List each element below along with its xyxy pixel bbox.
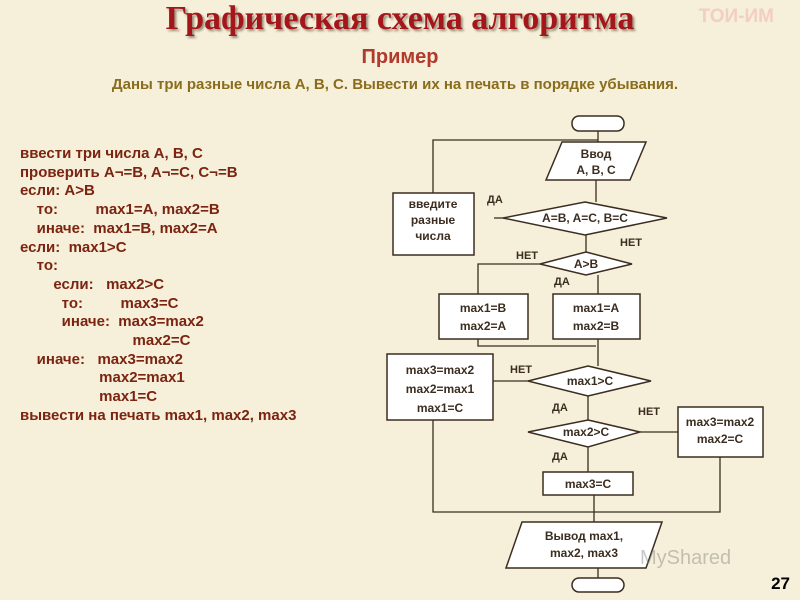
max3-max2-max1-block xyxy=(386,353,494,421)
right-proc-line2: max2=C xyxy=(697,432,744,446)
max3-c-label: max3=C xyxy=(565,477,612,491)
error-label-line2: разные xyxy=(411,213,456,227)
error-message-block xyxy=(392,192,475,256)
a-greater-b-label: A>B xyxy=(574,257,599,271)
assign-a-line1: max1=A xyxy=(573,301,620,315)
pseudocode-line: если: A>B xyxy=(20,182,95,200)
pseudocode-line: max2=max1 xyxy=(20,369,185,387)
no-label: НЕТ xyxy=(516,250,538,262)
yes-label: ДА xyxy=(487,194,503,206)
task-statement: Даны три разные числа А, В, С. Вывести и… xyxy=(111,76,679,93)
assign-b-line2: max2=A xyxy=(460,319,507,333)
pseudocode-line: max2=C xyxy=(20,332,191,350)
assign-a-block xyxy=(552,293,641,340)
max1-greater-c-label: max1>C xyxy=(567,374,614,388)
max3-c-block xyxy=(542,471,634,496)
connector xyxy=(432,420,594,513)
input-label-line2: A, B, C xyxy=(576,163,616,177)
no-label: НЕТ xyxy=(510,364,532,376)
error-label-line3: числа xyxy=(415,229,451,243)
pseudocode-line: иначе: max3=max2 xyxy=(20,313,204,331)
max1-greater-c-decision xyxy=(527,365,652,397)
max3-max2-block xyxy=(677,406,764,458)
check-distinct-label: A=B, A=C, B=C xyxy=(542,211,628,225)
yes-label: ДА xyxy=(552,451,568,463)
no-label: НЕТ xyxy=(638,406,660,418)
pseudocode-line: иначе: max3=max2 xyxy=(20,350,183,368)
assign-a-line2: max2=B xyxy=(573,319,620,333)
error-label-line1: введите xyxy=(409,197,458,211)
watermark-text: MyShared xyxy=(640,547,732,569)
assign-b-line1: max1=B xyxy=(460,301,507,315)
a-greater-b-decision xyxy=(539,251,633,276)
connector xyxy=(594,457,721,513)
start-terminator xyxy=(571,115,625,132)
left-proc-line2: max2=max1 xyxy=(406,382,475,396)
slide-title: Графическая схема алгоритма xyxy=(165,0,635,37)
output-label-line2: max2, max3 xyxy=(550,546,618,560)
max2-greater-c-label: max2>C xyxy=(563,425,610,439)
connector xyxy=(477,339,596,347)
pseudocode-line: ввести три числа A, B, C xyxy=(20,145,203,162)
right-proc-line1: max3=max2 xyxy=(686,415,755,429)
pseudocode-line: то: max3=C xyxy=(20,294,179,312)
output-block xyxy=(504,521,664,569)
pseudocode-line: вывести на печать max1, max2, max3 xyxy=(20,406,297,424)
pseudocode-line: если: max2>C xyxy=(20,275,165,293)
pseudocode-line: max1=C xyxy=(20,388,158,406)
pseudocode-line: иначе: max1=B, max2=A xyxy=(20,219,218,237)
pseudocode-block: ввести три числа A, B, C проверить A¬=B,… xyxy=(20,145,380,426)
flowchart-connectors xyxy=(432,131,721,578)
no-label: НЕТ xyxy=(620,237,642,249)
end-terminator xyxy=(571,577,625,593)
left-proc-line3: max1=C xyxy=(417,401,464,415)
yes-label: ДА xyxy=(554,276,570,288)
brand-logo-text: ТОИ-ИМ xyxy=(698,6,774,27)
assign-b-block xyxy=(438,293,529,340)
pseudocode-line: если: max1>C xyxy=(20,238,127,256)
slide-subtitle: Пример xyxy=(361,46,439,68)
connector xyxy=(477,263,541,294)
check-distinct-decision xyxy=(502,201,668,236)
pseudocode-line: то: max1=A, max2=B xyxy=(20,201,220,219)
output-label-line1: Вывод max1, xyxy=(545,529,623,543)
page-number: 27 xyxy=(771,574,790,593)
connector xyxy=(432,139,598,193)
input-block xyxy=(544,141,648,181)
left-proc-line1: max3=max2 xyxy=(406,363,475,377)
max2-greater-c-decision xyxy=(527,419,643,448)
yes-label: ДА xyxy=(552,402,568,414)
pseudocode-line: то: xyxy=(20,257,58,275)
input-label-line1: Ввод xyxy=(581,147,612,161)
pseudocode-line: проверить A¬=B, A¬=C, C¬=B xyxy=(20,163,238,181)
